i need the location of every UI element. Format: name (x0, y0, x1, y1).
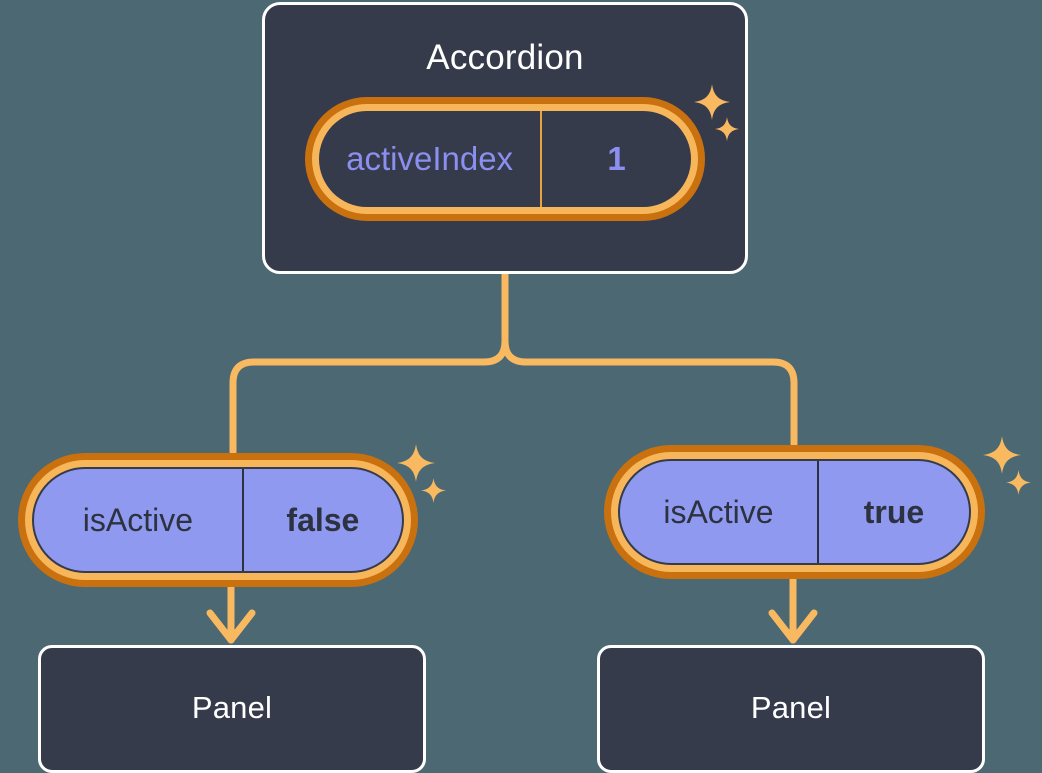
pill-core: isActive false (32, 467, 404, 573)
pill-inner-ring: isActive false (25, 460, 411, 580)
pill-inner-ring: activeIndex 1 (312, 104, 698, 214)
prop-value-label: false (286, 501, 360, 538)
wire-root-to-right (501, 269, 798, 448)
state-pill-active-index[interactable]: activeIndex 1 (305, 97, 705, 221)
pill-outer-ring: isActive false (18, 453, 418, 587)
sparkle-four-point-small-icon (1006, 470, 1031, 495)
sparkle-four-point-small-icon (715, 117, 739, 141)
prop-pill-is-active-false[interactable]: isActive false (18, 453, 418, 587)
pill-outer-ring: activeIndex 1 (305, 97, 705, 221)
pill-outer-ring: isActive true (604, 445, 985, 579)
pill-inner-ring: isActive true (611, 452, 978, 572)
component-title: Accordion (426, 38, 584, 77)
component-title: Panel (191, 690, 273, 725)
arrow-down-icon (768, 609, 818, 644)
sparkle-four-point-icon (397, 444, 435, 482)
prop-key-label: isActive (620, 461, 819, 563)
wire-root-to-left (229, 269, 509, 456)
state-value-label: 1 (607, 140, 626, 177)
arrow-down-icon (206, 609, 256, 644)
pill-core: isActive true (618, 459, 971, 565)
component-title: Panel (750, 690, 832, 725)
component-node-panel-right[interactable]: Panel (597, 645, 985, 773)
sparkle-four-point-icon (983, 436, 1021, 474)
sparkle-four-point-icon (694, 84, 730, 120)
pill-core: activeIndex 1 (319, 111, 691, 207)
prop-key-label: isActive (34, 469, 244, 571)
state-key-label: activeIndex (319, 111, 543, 207)
component-node-panel-left[interactable]: Panel (38, 645, 426, 773)
prop-pill-is-active-true[interactable]: isActive true (604, 445, 985, 579)
prop-value-label: true (863, 493, 925, 530)
sparkle-four-point-small-icon (421, 478, 446, 503)
